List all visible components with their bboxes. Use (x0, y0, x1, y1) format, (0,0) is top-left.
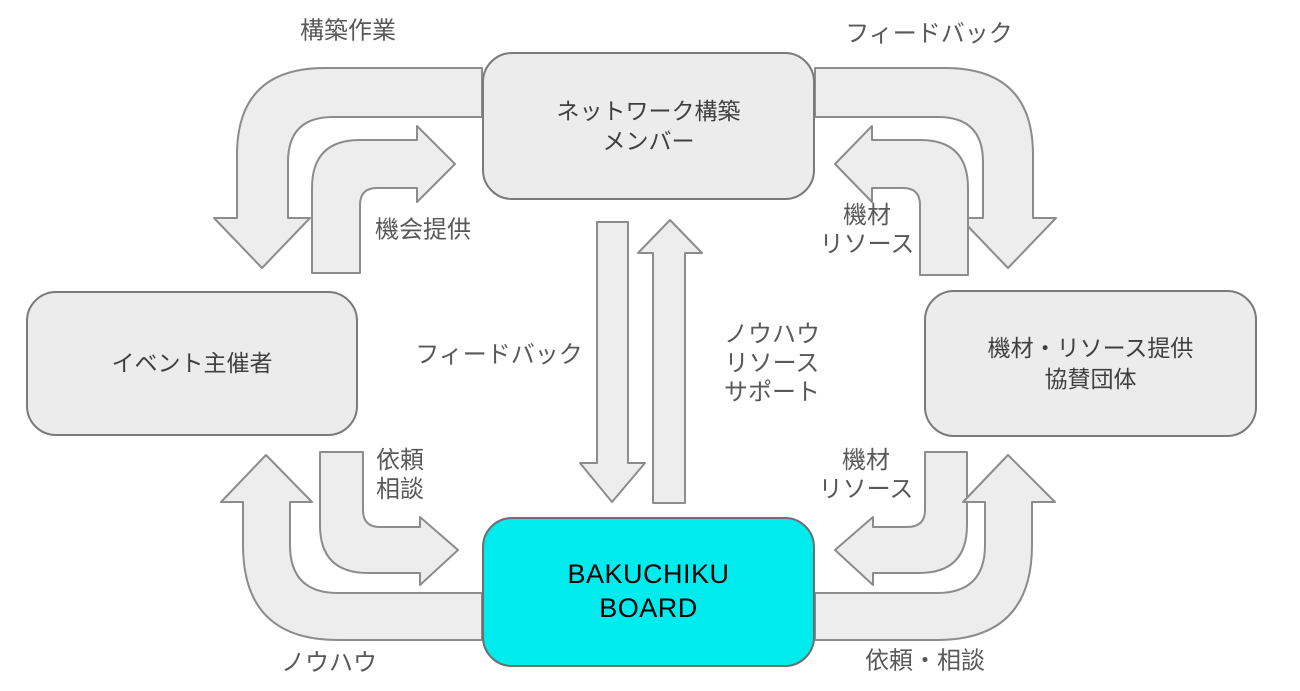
arrow-knowhow-bottom-left (220, 454, 483, 641)
label-equipment-bottom-right: 機材 リソース (818, 447, 914, 503)
label-request-consult-bottom-right: 依頼・相談 (865, 647, 985, 675)
label-knowhow-resource-support: ノウハウ リソース サポート (724, 320, 820, 406)
arrow-build-work (213, 67, 483, 269)
arrow-knowhow-support-up (637, 219, 703, 504)
label-request-consult-left: 依頼 相談 (376, 447, 424, 503)
arrow-request-right-bottom (814, 454, 1056, 641)
node-network-members: ネットワーク構築 メンバー (482, 52, 815, 200)
node-bakuchiku-board: BAKUCHIKU BOARD (482, 517, 815, 667)
arrow-equipment-right-top (834, 125, 969, 276)
label-feedback-center: フィードバック (415, 341, 583, 369)
label-opportunity: 機会提供 (375, 216, 471, 244)
label-knowhow-bottom: ノウハウ (281, 649, 377, 677)
label-build-work: 構築作業 (300, 17, 396, 45)
label-equipment-top-right: 機材 リソース (819, 202, 915, 258)
node-event-organizer: イベント主催者 (26, 291, 358, 436)
arrow-equipment-right-bottom (834, 451, 968, 586)
arrow-request-left (319, 451, 459, 586)
node-sponsor-org: 機材・リソース提供 協賛団体 (924, 290, 1257, 437)
label-feedback-top-right: フィードバック (845, 20, 1013, 48)
arrow-opportunity (311, 125, 456, 274)
arrow-feedback-right (814, 67, 1057, 269)
arrow-feedback-center-down (579, 221, 646, 503)
